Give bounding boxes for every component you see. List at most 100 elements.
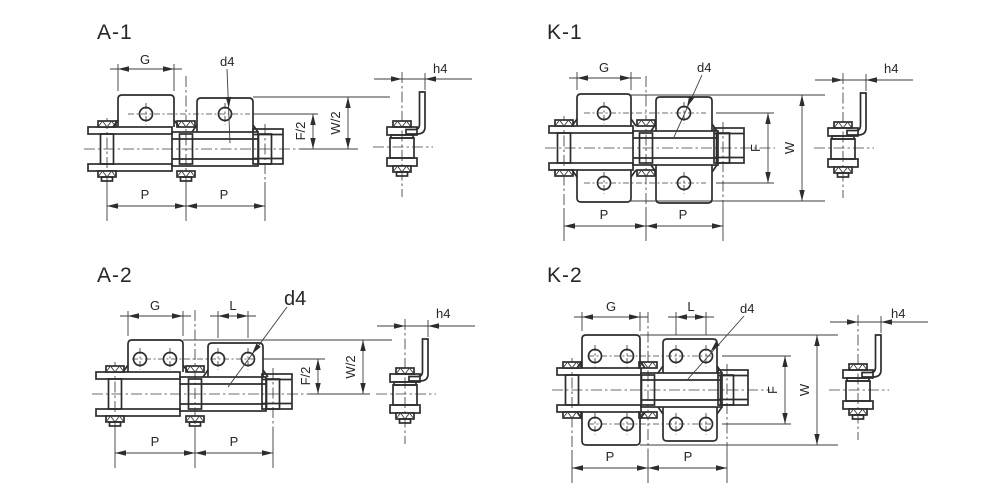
a1-dim-p-right: P bbox=[220, 187, 229, 202]
outer-link-bottom-plate bbox=[556, 404, 642, 413]
attachment-plate-top-2 bbox=[655, 96, 713, 131]
k1-dim-p-left: P bbox=[600, 207, 609, 222]
attachment-plate-2 bbox=[196, 97, 254, 132]
a1-chain-assembly bbox=[87, 94, 284, 182]
roller bbox=[99, 133, 115, 165]
bolt-hole bbox=[587, 416, 603, 432]
roller bbox=[556, 132, 572, 164]
a1-dim-g: G bbox=[140, 52, 150, 67]
a1-title: A-1 bbox=[97, 21, 133, 44]
k2-dim-d4: d4 bbox=[740, 301, 754, 316]
k1-dim-w: W bbox=[782, 141, 797, 154]
bolt-hole bbox=[587, 348, 603, 364]
k1-dim-p-right: P bbox=[679, 207, 688, 222]
outer-link-top-plate bbox=[548, 125, 634, 134]
k1-dim-d4: d4 bbox=[697, 60, 711, 75]
bolt-hole bbox=[676, 105, 692, 121]
k2-dim-w: W bbox=[797, 383, 812, 396]
k2-title: K-2 bbox=[547, 264, 583, 287]
outer-link-top-plate bbox=[556, 367, 642, 376]
inner-link bbox=[179, 376, 267, 412]
bolt-hole bbox=[619, 348, 635, 364]
k2-dim-g: G bbox=[606, 299, 616, 314]
attachment-plate-bottom-2 bbox=[655, 165, 713, 204]
next-link-plate bbox=[717, 369, 749, 406]
a2-title: A-2 bbox=[97, 264, 133, 287]
a2-dim-l: L bbox=[229, 298, 236, 313]
a2-side-view bbox=[376, 319, 475, 444]
drawing-k1: K-1 bbox=[545, 21, 913, 241]
a2-centerlines bbox=[92, 310, 392, 468]
a2-dim-p-left: P bbox=[151, 434, 160, 449]
k1-centerlines bbox=[545, 76, 825, 241]
bolt-hole bbox=[138, 106, 154, 122]
outer-link-bottom-plate bbox=[95, 408, 181, 417]
bolt-hole bbox=[619, 416, 635, 432]
k2-dim-p-left: P bbox=[606, 449, 615, 464]
a2-dim-g: G bbox=[150, 298, 160, 313]
attachment-plate-top-1 bbox=[581, 334, 641, 368]
outer-link-bottom-plate bbox=[87, 163, 173, 172]
outer-link-top-plate bbox=[95, 371, 181, 380]
k1-dim-g: G bbox=[599, 60, 609, 75]
roller bbox=[107, 378, 123, 410]
a2-chain-assembly bbox=[95, 339, 293, 427]
drawing-a2: A-2 G bbox=[92, 264, 475, 468]
bolt-hole bbox=[668, 416, 684, 432]
k1-dim-h4: h4 bbox=[884, 61, 898, 76]
next-link-plate bbox=[261, 373, 293, 410]
outer-link-top-plate bbox=[87, 126, 173, 135]
bolt-hole bbox=[596, 105, 612, 121]
attachment-plate-bottom-1 bbox=[576, 170, 632, 203]
a2-dim-d4: d4 bbox=[284, 288, 306, 310]
a1-dimensions: G d4 F/2 W/2 P P bbox=[107, 52, 351, 209]
a1-dim-p-left: P bbox=[141, 187, 150, 202]
inner-link bbox=[640, 372, 723, 408]
attachment-plate-bottom-2 bbox=[662, 407, 718, 442]
bolt-hole bbox=[132, 351, 148, 367]
a1-dim-f-half: F/2 bbox=[293, 122, 308, 141]
bolt-hole bbox=[596, 175, 612, 191]
bolt-hole bbox=[698, 416, 714, 432]
bolt-hole bbox=[217, 106, 233, 122]
k1-dim-f: F bbox=[748, 144, 763, 152]
attachment-plate-bottom-1 bbox=[581, 412, 641, 446]
next-link-plate bbox=[713, 127, 745, 164]
bolt-hole bbox=[668, 348, 684, 364]
roller bbox=[187, 378, 203, 410]
inner-link bbox=[171, 131, 259, 167]
a2-dim-h4: h4 bbox=[436, 306, 450, 321]
attachment-plate-top-1 bbox=[576, 93, 632, 126]
attachment-plate-top-2 bbox=[662, 338, 718, 373]
outer-link-bottom-plate bbox=[548, 162, 634, 171]
inner-link bbox=[632, 130, 719, 166]
k2-dim-f: F bbox=[765, 386, 780, 394]
a1-dim-h4: h4 bbox=[433, 61, 447, 76]
k2-dim-l: L bbox=[687, 299, 694, 314]
k1-chain-assembly bbox=[548, 93, 745, 204]
bolt-hole bbox=[676, 175, 692, 191]
bolt-hole bbox=[210, 351, 226, 367]
attachment-plate-1 bbox=[117, 94, 175, 127]
bolt-hole bbox=[240, 351, 256, 367]
k2-dimensions: G L d4 F W P P bbox=[572, 299, 820, 471]
attachment-plate-1 bbox=[127, 339, 184, 372]
a1-side-view bbox=[373, 72, 472, 197]
bolt-hole bbox=[162, 351, 178, 367]
roller bbox=[564, 374, 580, 406]
next-link-plate bbox=[252, 128, 284, 165]
k2-chain-assembly bbox=[556, 334, 749, 446]
a2-dimensions: G L d4 F/2 W/2 P P bbox=[115, 288, 366, 456]
drawing-a1: A-1 G d4 bbox=[84, 21, 472, 221]
k2-dim-h4: h4 bbox=[891, 306, 905, 321]
k2-side-view bbox=[829, 315, 928, 440]
drawing-k2: K-2 bbox=[547, 264, 928, 483]
bolt-hole bbox=[698, 348, 714, 364]
a2-dim-f-half: F/2 bbox=[298, 367, 313, 386]
k1-dimensions: G d4 F W P P bbox=[564, 60, 805, 229]
k2-dim-p-right: P bbox=[684, 449, 693, 464]
a2-dim-p-right: P bbox=[230, 434, 239, 449]
a1-dim-d4: d4 bbox=[220, 54, 234, 69]
